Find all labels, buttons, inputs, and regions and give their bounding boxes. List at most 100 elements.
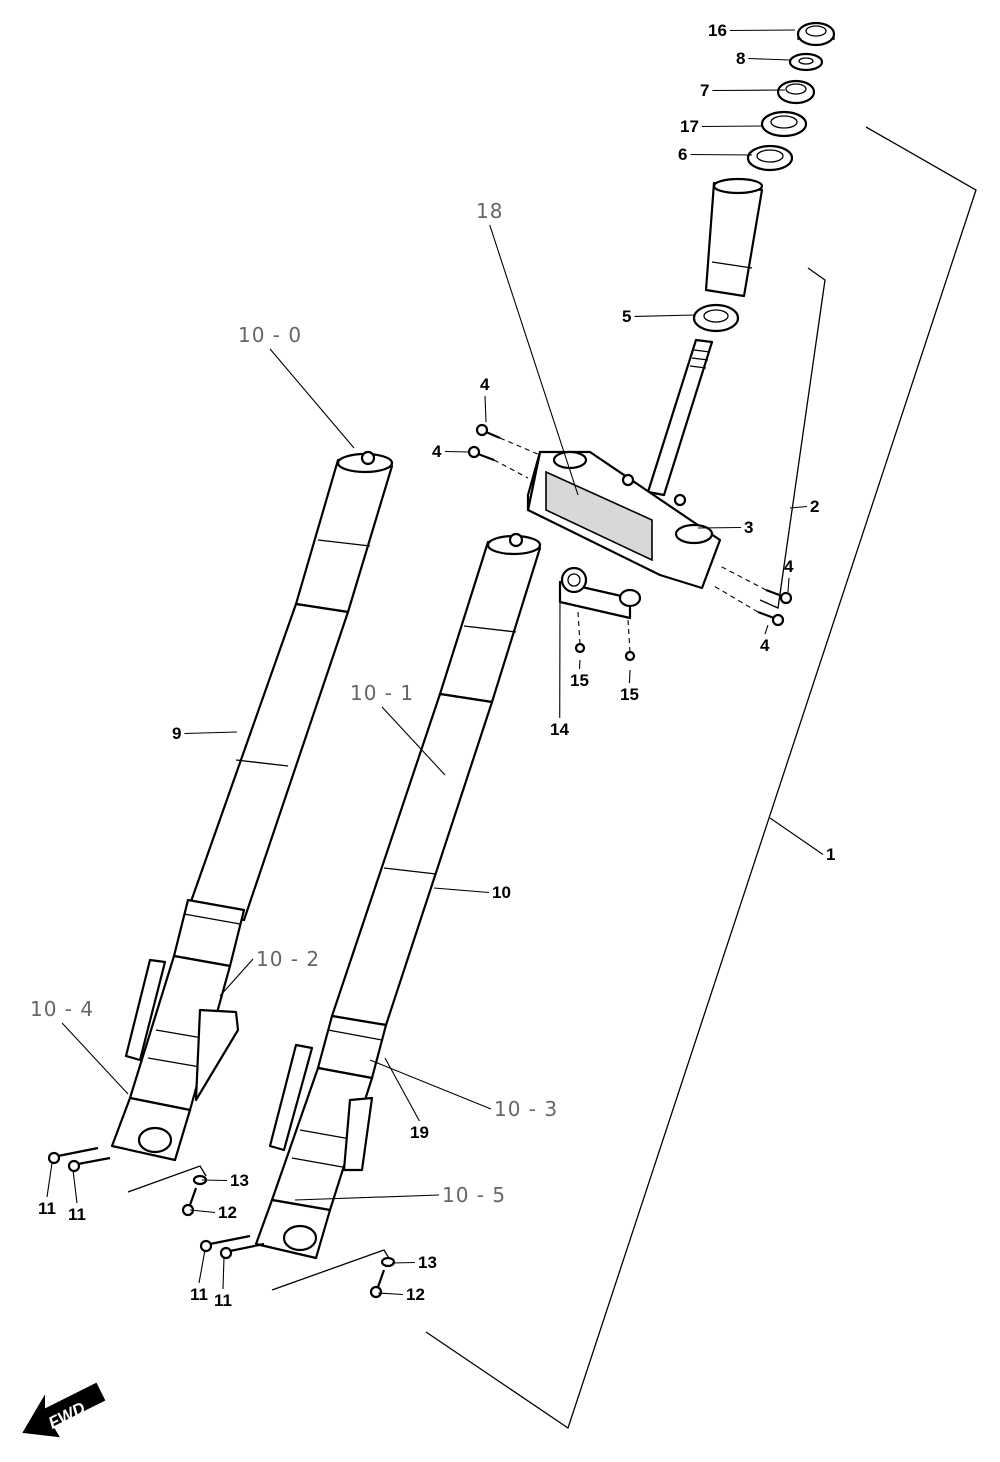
callout-leader [697,526,742,529]
callout-c11a: 11 [38,1162,56,1218]
callout-label: 10 - 4 [30,997,94,1021]
hose-clamp-14 [558,566,642,620]
bolt-4-b [467,445,529,479]
callout-label: 19 [410,1123,429,1142]
callout-c12b: 12 [377,1285,425,1304]
callout-label: 12 [406,1285,425,1304]
callout-leader [748,57,791,61]
callout-leader [444,450,471,453]
callout-label: 10 - 5 [442,1183,506,1207]
forward-direction-arrow: FWD [22,1382,106,1438]
callout-c4d: 4 [760,624,770,655]
axle-bolt-11-a [47,1146,99,1165]
bolt-12-washer-13-right [271,1249,396,1299]
bracket-assembly-2 [759,267,826,609]
callout-label: 10 [492,883,511,902]
callout-c4b: 4 [432,442,471,461]
callout-c15b: 15 [620,669,639,704]
callout-c7: 7 [700,81,786,100]
callout-c3: 3 [697,518,753,537]
callout-leader [789,505,808,509]
axle-bolt-11-b [67,1156,111,1173]
callout-label: 11 [38,1199,56,1218]
stem-nut-16 [796,21,836,47]
callout-c10-0: 10 - 0 [238,323,355,449]
callout-c10: 10 [433,883,511,902]
callout-leader [690,153,753,156]
stem-nut-7 [776,79,816,105]
callout-c5: 5 [622,307,696,326]
callout-c18: 18 [476,199,579,496]
bearing-5 [692,303,740,333]
screw-15-a [574,611,586,654]
callout-c11d: 11 [214,1256,232,1310]
bolt-12-washer-13-left [127,1165,208,1217]
callout-c15a: 15 [570,659,589,690]
callout-label: 8 [736,49,745,68]
callout-c14: 14 [550,594,569,739]
callout-leader [198,1249,206,1284]
callout-label: 4 [760,636,770,655]
callout-leader [764,624,769,635]
callout-label: 6 [678,145,687,164]
callout-label: 14 [550,720,569,739]
callout-label: 1 [826,845,835,864]
callout-c13b: 13 [391,1253,437,1272]
callout-label: 10 - 1 [350,681,414,705]
callout-label: 18 [476,199,503,223]
callout-leader [222,1256,225,1290]
callout-leader [189,1209,216,1214]
callout-leader [769,817,824,855]
callout-label: 16 [708,21,727,40]
callout-label: 9 [172,724,181,743]
left-fork-leg [110,450,394,1162]
bolt-4-c [719,565,793,605]
callout-label: 11 [190,1285,208,1304]
callout-leader [634,314,696,318]
callout-label: 10 - 2 [256,947,320,971]
callout-c6: 6 [678,145,753,164]
callout-leader [787,577,790,593]
bearing-6 [746,144,794,172]
callout-label: 12 [218,1203,237,1222]
callout-label: 15 [620,685,639,704]
callout-label: 15 [570,671,589,690]
callout-c16: 16 [708,21,796,40]
callout-label: 13 [418,1253,437,1272]
callout-leader [628,669,631,684]
axle-bolt-11-c [199,1234,251,1253]
callout-label: 11 [68,1205,86,1224]
bracket-assembly-1 [425,126,977,1430]
callout-leader [294,1194,440,1201]
callout-leader [201,1179,228,1182]
callout-c4c: 4 [784,557,794,593]
lower-triple-clamp-3 [526,450,722,590]
callout-label: 4 [784,557,794,576]
callout-c10-3: 10 - 3 [369,1059,557,1121]
callout-c11c: 11 [190,1249,208,1304]
callout-c13a: 13 [201,1171,249,1190]
axle-bolt-11-d [219,1242,265,1260]
callout-leader [46,1162,53,1198]
callout-leader [712,89,786,92]
callout-leader [61,1022,129,1095]
steering-shaft [646,338,714,497]
callout-leader [269,348,355,449]
callout-label: 3 [744,518,753,537]
callout-leader [729,29,796,32]
callout-c9: 9 [172,724,238,743]
callout-leader [377,1292,404,1296]
callout-leader [219,958,254,997]
callout-label: 13 [230,1171,249,1190]
callout-leader [484,395,487,423]
callout-c10-4: 10 - 4 [30,997,129,1095]
callout-leader [184,731,238,735]
callout-label: 2 [810,497,819,516]
callout-leader [701,125,763,128]
callout-c12a: 12 [189,1203,237,1222]
stem-tube [704,177,764,298]
right-fork-leg [254,532,542,1260]
